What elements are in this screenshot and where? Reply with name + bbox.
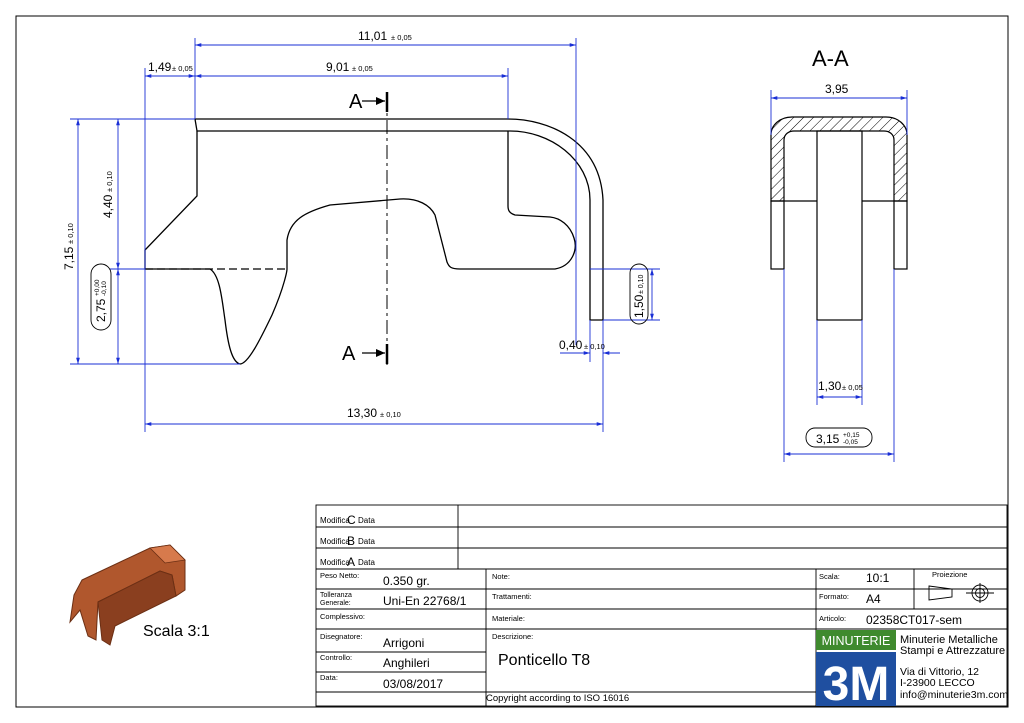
dim-1-50-frame [629,263,649,325]
scala-value: 10:1 [866,571,890,585]
trattamenti-label: Trattamenti: [492,592,532,601]
peso-label: Peso Netto: [320,571,359,580]
proiezione-label: Proiezione [932,570,967,579]
copyright: Copyright according to ISO 16016 [486,693,629,704]
projection-symbol-icon [928,583,994,603]
dim-1-49-tol: ± 0,05 [172,64,193,73]
data-value: 03/08/2017 [383,677,443,691]
dim-1-50-tol: ± 0,10 [638,274,645,294]
address-line1: Via di Vittorio, 12 [900,666,979,678]
dim-2-75-frame [90,263,112,331]
dim-1-50: 1,50 [632,294,646,318]
articolo-value: 02358CT017-sem [866,613,962,627]
complessivo-label: Complessivo: [320,612,365,621]
peso-value: 0.350 gr. [383,574,430,588]
dim-9-01-tol: ± 0,05 [352,64,373,73]
brand-logo [816,652,896,706]
part-3d-preview [69,544,186,646]
dim-0-40-tol: ± 0,10 [584,342,605,351]
dim-1-30-tol: ± 0,05 [842,383,863,392]
mod-c-label: Modifica [320,516,350,525]
mod-b-label: Modifica [320,537,350,546]
brand-logo-text: 3M [823,658,890,711]
dim-2-75: 2,75 [94,298,108,322]
front-view [144,118,604,365]
title-block-text: Modifica C Data Modifica B Data Modifica… [320,513,967,704]
descrizione-value: Ponticello T8 [498,652,590,669]
controllo-label: Controllo: [320,653,352,662]
section-view [770,116,908,321]
mod-b-letter: B [347,534,355,548]
dim-3-15-frame [805,427,873,448]
mod-a-letter: A [347,555,355,569]
mod-a-data: Data [358,558,375,567]
disegnatore-label: Disegnatore: [320,632,363,641]
dim-11-01-tol: ± 0,05 [391,33,412,42]
preview-scale: Scala 3:1 [143,623,210,640]
section-title: A-A [812,46,849,71]
materiale-label: Materiale: [492,614,525,623]
section-dimension-lines [770,90,908,462]
dim-3-95: 3,95 [825,82,849,96]
dim-11-01: 11,01 [358,29,387,43]
dim-9-01: 9,01 [326,60,350,74]
company-line2: Stampi e Attrezzature [900,645,1005,657]
section-letter-top: A [349,91,363,113]
controllo-value: Anghileri [383,656,430,670]
brand-banner [816,630,896,650]
section-marker-bottom: A [342,343,389,365]
brand-banner-text: MINUTERIE [822,634,891,648]
body-outline [144,131,576,365]
section-letter-bottom: A [342,343,356,365]
dim-1-30: 1,30 [818,379,842,393]
dim-4-40-tol: ± 0,10 [105,171,114,192]
top-bar-outline [194,118,604,321]
sheet-border [15,15,1009,708]
note-label: Note: [492,572,510,581]
scala-label: Scala: [819,572,840,581]
data-field-label: Data: [320,673,338,682]
dim-3-15: 3,15 [816,432,840,446]
dimension-lines [70,38,660,432]
dim-13-30: 13,30 [347,406,377,420]
toll-value: Uni-En 22768/1 [383,594,467,608]
mod-a-label: Modifica [320,558,350,567]
descrizione-label: Descrizione: [492,632,533,641]
dim-3-15-tol-up: +0,15 [843,432,860,439]
email: info@minuterie3m.com [900,689,1008,701]
dim-7-15: 7,15 [62,246,76,270]
dim-2-75-tol-up: +0,00 [94,279,101,296]
formato-label: Formato: [819,592,849,601]
toll-label-1: Tolleranza [320,592,352,599]
address-line2: I-23900 LECCO [900,677,975,689]
mod-c-letter: C [347,513,356,527]
dim-1-49: 1,49 [148,60,172,74]
dim-0-40: 0,40 [559,338,583,352]
dim-13-30-tol: ± 0,10 [380,410,401,419]
articolo-label: Articolo: [819,614,846,623]
section-marker-top: A [349,91,389,113]
dim-2-75-tol-down: -0,10 [101,281,108,296]
dimension-texts: 11,01 ± 0,05 9,01 ± 0,05 1,49 ± 0,05 7,1… [62,29,649,420]
dim-4-40: 4,40 [101,194,115,218]
company-line1: Minuterie Metalliche [900,634,998,646]
title-block-grid [315,504,1008,707]
mod-c-data: Data [358,516,375,525]
dim-7-15-tol: ± 0,10 [66,223,75,244]
disegnatore-value: Arrigoni [383,636,424,650]
formato-value: A4 [866,592,881,606]
dim-3-15-tol-down: -0,05 [843,439,858,446]
toll-label-2: Generale: [320,600,351,607]
mod-b-data: Data [358,537,375,546]
